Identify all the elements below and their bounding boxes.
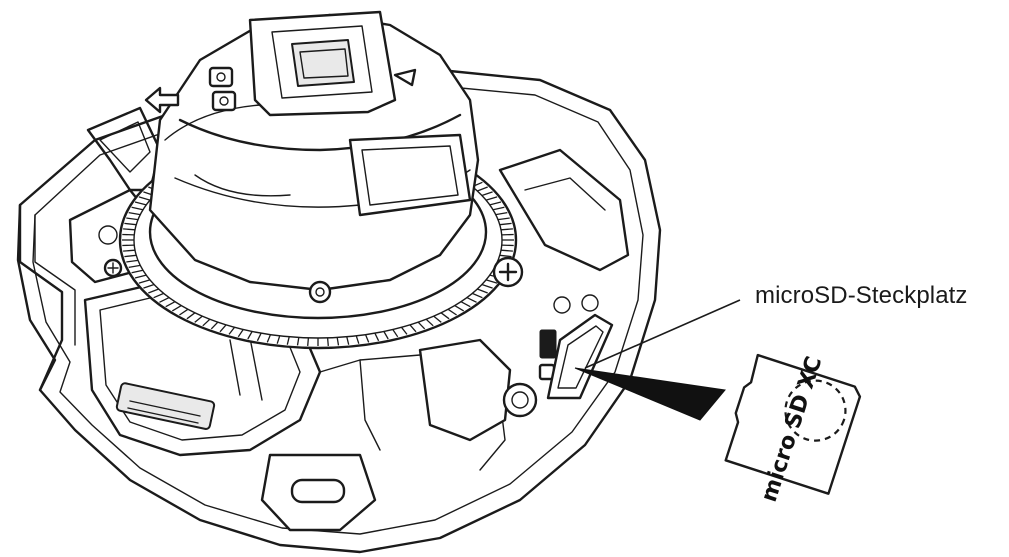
gear-tooth (492, 206, 505, 211)
gear-tooth (124, 222, 137, 226)
callout-leader-line (584, 299, 741, 369)
gear-tooth (138, 196, 151, 201)
gear-tooth (400, 326, 408, 335)
gear-tooth (489, 201, 502, 206)
gear-tooth (276, 335, 281, 344)
gear-tooth (153, 292, 164, 299)
gear-tooth (346, 336, 350, 345)
gear-tooth (256, 332, 262, 342)
gear-tooth (409, 324, 417, 333)
gear-tooth (460, 301, 471, 308)
gear-tooth (454, 305, 465, 312)
gear-tooth (286, 336, 290, 345)
gear-tooth (124, 254, 137, 258)
gear-tooth (148, 288, 159, 294)
gear-tooth (237, 329, 244, 338)
lens-dome (144, 10, 572, 304)
card-highlight-circle (784, 379, 847, 442)
card-insertion-indicator (574, 367, 726, 421)
gear-tooth (228, 326, 236, 335)
gear-tooth (326, 337, 329, 346)
gear-tooth (477, 288, 488, 294)
gear-tooth (131, 269, 144, 274)
gear-tooth (497, 217, 510, 221)
gear-tooth (433, 315, 442, 323)
gear-tooth (179, 308, 189, 316)
gear-tooth (123, 228, 136, 231)
gear-tooth (266, 334, 272, 343)
gear-tooth (417, 321, 426, 330)
gear-tooth (374, 332, 380, 342)
microsd-card: micro SD XC (724, 354, 862, 505)
gear-tooth (143, 283, 155, 289)
callout-label: microSD-Steckplatz (755, 282, 968, 309)
gear-tooth (123, 249, 136, 252)
gear-tooth (481, 191, 493, 197)
gear-tooth (202, 318, 211, 327)
gear-tooth (307, 337, 310, 346)
gear-tooth (126, 217, 139, 221)
gear-tooth (477, 186, 488, 192)
gear-tooth (186, 312, 196, 320)
gear-tooth (171, 305, 182, 312)
gear-tooth (495, 211, 508, 216)
microsd-slot (546, 313, 614, 400)
gear-tooth (128, 211, 141, 216)
gear-tooth (138, 279, 151, 284)
gear-tooth (296, 337, 300, 346)
gear-tooth (383, 331, 389, 340)
gear-tooth (219, 324, 227, 333)
gear-tooth (247, 331, 253, 340)
gear-tooth (336, 337, 340, 346)
gear-tooth (499, 222, 512, 226)
right-bracket (103, 148, 630, 442)
gear-tooth (355, 335, 360, 344)
gear-tooth (440, 312, 450, 320)
gear-tooth (472, 292, 483, 299)
gear-tooth (500, 228, 513, 231)
gear-tooth (134, 274, 147, 279)
gear-tooth (159, 297, 170, 303)
gear-tooth (126, 259, 139, 263)
gear-tooth (134, 201, 147, 206)
gear-tooth (425, 318, 434, 327)
gear-tooth (194, 315, 203, 323)
gear-tooth (447, 308, 457, 316)
gear-tooth (165, 301, 176, 308)
gear-tooth (485, 196, 498, 201)
gear-tooth (500, 249, 513, 252)
vent-slot (115, 382, 216, 430)
gear-tooth (131, 206, 144, 211)
gear-tooth (481, 283, 493, 289)
gear-tooth (499, 254, 512, 258)
gear-tooth (466, 297, 477, 303)
gear-tooth (364, 334, 370, 343)
gear-tooth (392, 329, 399, 338)
gear-tooth (128, 264, 141, 269)
gear-tooth (210, 321, 219, 330)
gear-tooth (485, 279, 498, 284)
